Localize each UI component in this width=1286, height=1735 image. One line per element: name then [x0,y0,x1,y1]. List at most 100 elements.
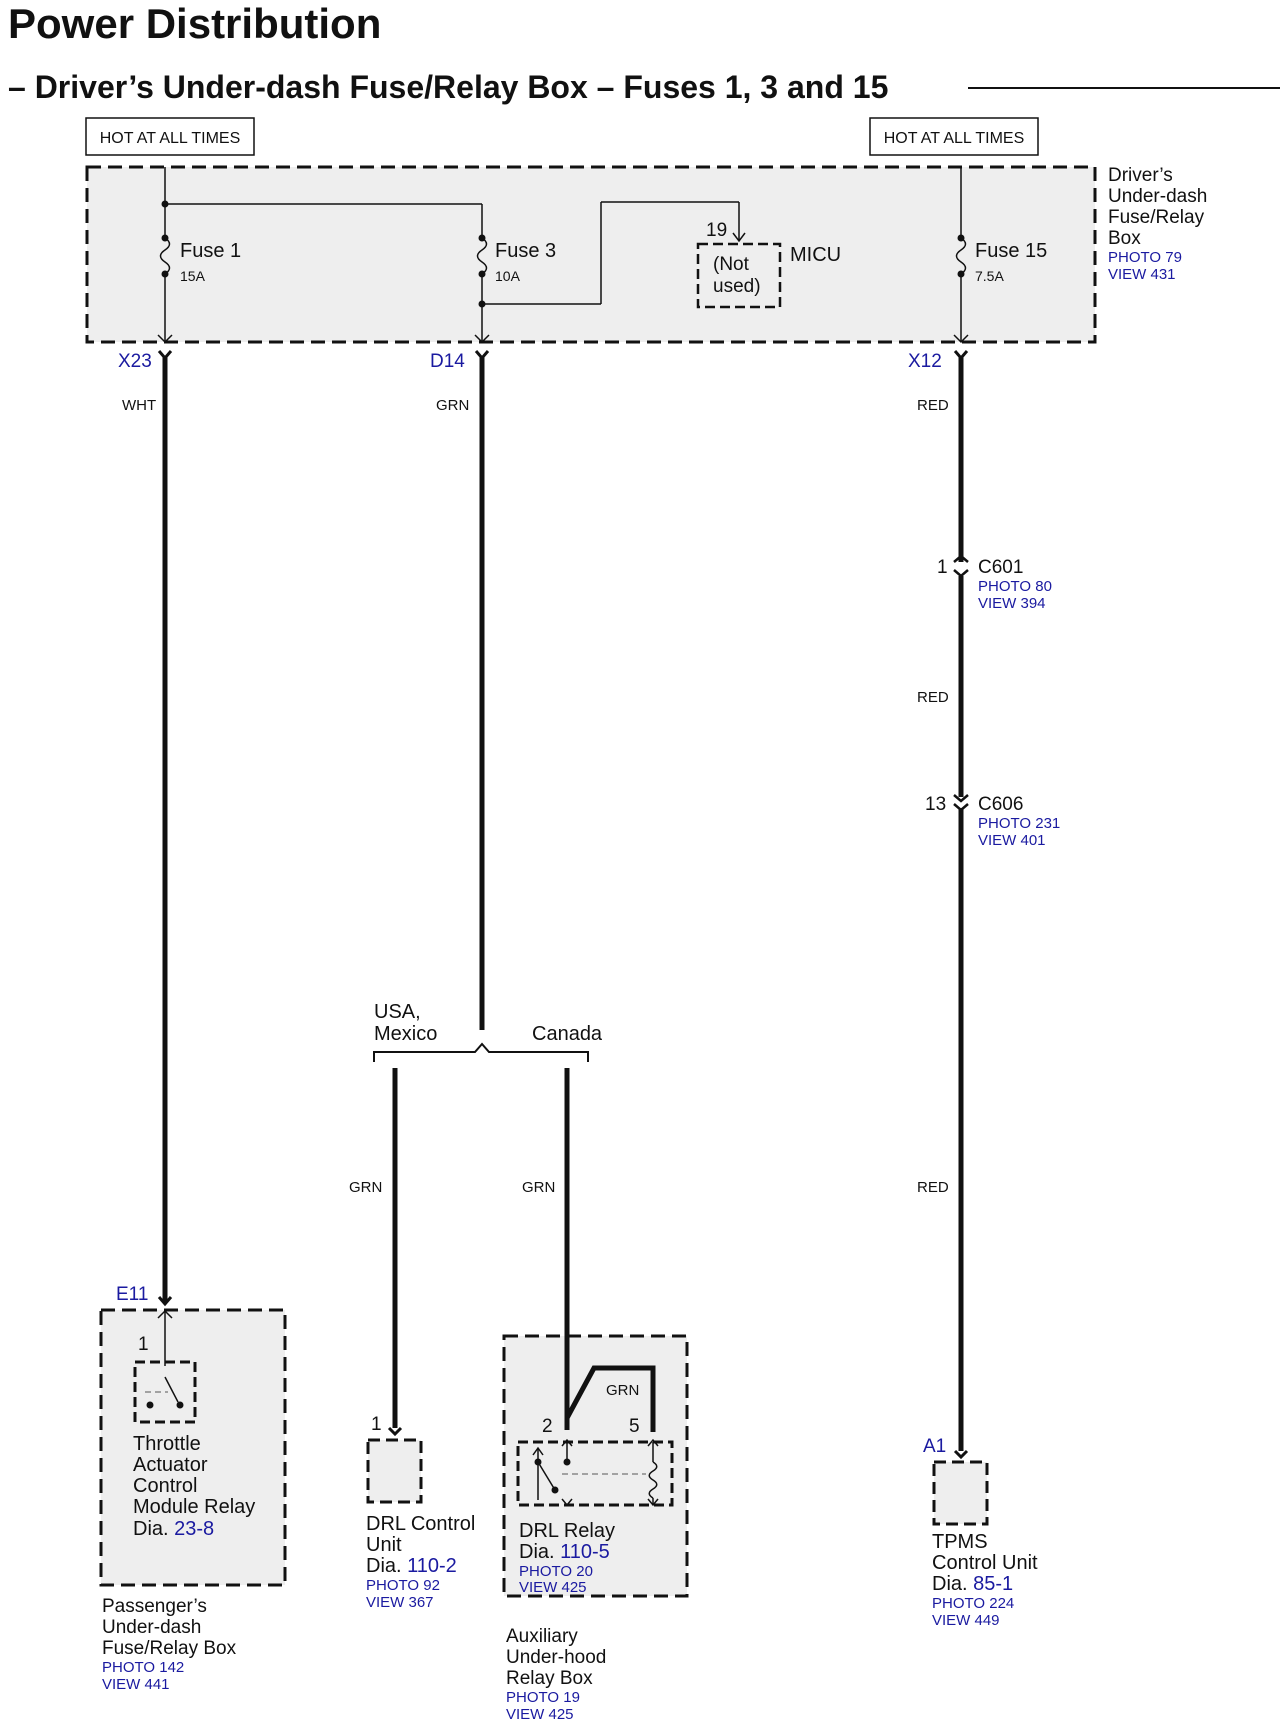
svg-text:DRL Relay: DRL Relay [519,1520,615,1542]
connector-c606: 13 C606 PHOTO 231 VIEW 401 [925,794,1060,849]
svg-text:Under-dash: Under-dash [102,1617,201,1638]
fuse-1-rating: 15A [180,268,206,284]
branch-usa-mexico-line1: USA, [374,1001,421,1023]
tpms-control-unit: A1 TPMS Control Unit Dia. 85-1 PHOTO 224… [923,1436,1038,1629]
micu-label: MICU [790,244,841,266]
svg-text:Control Unit: Control Unit [932,1552,1038,1574]
svg-text:Dia. 23-8: Dia. 23-8 [133,1518,214,1540]
svg-text:PHOTO 19: PHOTO 19 [506,1689,580,1706]
svg-text:Under-dash: Under-dash [1108,186,1207,207]
wire-color-red-mid: RED [917,689,949,706]
tac-relay-pin: 1 [138,1334,149,1355]
auxiliary-box-label: Auxiliary Under-hood Relay Box PHOTO 19 … [506,1626,606,1723]
fuse-3-name: Fuse 3 [495,240,556,262]
svg-text:Driver’s: Driver’s [1108,165,1173,186]
fuse-1-name: Fuse 1 [180,240,241,262]
svg-text:Control: Control [133,1475,197,1497]
svg-text:(Not: (Not [713,254,750,275]
fuse-15-name: Fuse 15 [975,240,1047,262]
tpms-dia-link[interactable]: 85-1 [973,1573,1013,1595]
terminal-e11: E11 [116,1284,173,1366]
svg-text:X12: X12 [908,351,942,372]
fuse-3-rating: 10A [495,268,521,284]
drl-relay-pin-2: 2 [542,1416,553,1437]
hot-label-right: HOT AT ALL TIMES [869,117,1039,156]
wire-color-red-top: RED [917,397,949,414]
svg-text:DRL Control: DRL Control [366,1513,475,1535]
micu-pin: 19 [706,220,727,241]
page-subtitle: – Driver’s Under-dash Fuse/Relay Box – F… [8,69,888,105]
svg-text:D14: D14 [430,351,465,372]
passengers-fuse-relay-box [99,1308,287,1587]
drl-control-dia-link[interactable]: 110-2 [407,1555,457,1577]
svg-text:TPMS: TPMS [932,1531,988,1553]
drivers-fuse-relay-box [85,165,1097,344]
svg-text:Throttle: Throttle [133,1433,201,1455]
wire-color-grn-left: GRN [349,1179,382,1196]
fuse-1-symbol [159,237,171,275]
wire-color-wht: WHT [122,397,156,414]
svg-text:C606: C606 [978,794,1023,815]
svg-text:used): used) [713,276,761,297]
drl-relay-pin-5: 5 [629,1416,640,1437]
wire-color-grn-relay: GRN [606,1382,639,1399]
tac-relay-label: Throttle Actuator Control Module Relay D… [133,1433,255,1540]
svg-text:PHOTO 92: PHOTO 92 [366,1577,440,1594]
svg-text:PHOTO 20: PHOTO 20 [519,1563,593,1580]
svg-text:Dia. 110-5: Dia. 110-5 [519,1541,610,1563]
svg-text:PHOTO 224: PHOTO 224 [932,1595,1014,1612]
svg-text:VIEW 425: VIEW 425 [506,1706,574,1723]
passengers-box-label: Passenger’s Under-dash Fuse/Relay Box PH… [102,1596,237,1693]
svg-text:VIEW 449: VIEW 449 [932,1612,1000,1629]
drivers-fuse-box-label: Driver’s Under-dash Fuse/Relay Box PHOTO… [1108,165,1207,283]
svg-text:Fuse/Relay: Fuse/Relay [1108,207,1205,228]
connector-c601: 1 C601 PHOTO 80 VIEW 394 [937,554,1052,612]
svg-text:1: 1 [937,557,948,578]
drivers-box-photo: PHOTO 79 [1108,249,1182,266]
svg-text:HOT AT ALL TIMES: HOT AT ALL TIMES [884,130,1025,147]
svg-text:VIEW 394: VIEW 394 [978,595,1046,612]
micu: 19 (Not used) MICU [696,220,841,309]
drl-relay: GRN 2 5 [516,1068,674,1507]
svg-text:HOT AT ALL TIMES: HOT AT ALL TIMES [100,130,241,147]
drl-relay-dia-link[interactable]: 110-5 [560,1541,610,1563]
branch-usa-mexico-line2: Mexico [374,1023,437,1045]
svg-text:VIEW 401: VIEW 401 [978,832,1046,849]
svg-text:PHOTO 231: PHOTO 231 [978,815,1060,832]
terminal-a1: A1 [923,1436,946,1457]
svg-text:PHOTO 142: PHOTO 142 [102,1659,184,1676]
svg-text:VIEW 441: VIEW 441 [102,1676,170,1693]
svg-text:Fuse/Relay Box: Fuse/Relay Box [102,1638,237,1659]
fuse-3-symbol [476,237,488,275]
drivers-box-view: VIEW 431 [1108,266,1176,283]
svg-text:Passenger’s: Passenger’s [102,1596,207,1617]
drl-control-unit: 1 DRL Control Unit Dia. 110-2 PHOTO 92 V… [366,1414,475,1611]
hot-label-left: HOT AT ALL TIMES [85,117,255,156]
svg-text:Auxiliary: Auxiliary [506,1626,578,1647]
page-title: Power Distribution [8,0,381,47]
svg-text:C601: C601 [978,557,1023,578]
svg-text:Dia. 110-2: Dia. 110-2 [366,1555,457,1577]
fuse-box-internal-wiring [161,167,965,308]
svg-text:X23: X23 [118,351,152,372]
svg-text:Under-hood: Under-hood [506,1647,606,1668]
drl-control-pin: 1 [371,1414,382,1435]
svg-text:E11: E11 [116,1284,148,1305]
svg-text:VIEW 367: VIEW 367 [366,1594,434,1611]
drl-relay-label: DRL Relay Dia. 110-5 PHOTO 20 VIEW 425 [519,1520,615,1596]
svg-text:Module Relay: Module Relay [133,1496,255,1518]
svg-text:Dia. 85-1: Dia. 85-1 [932,1573,1013,1595]
svg-text:VIEW 425: VIEW 425 [519,1579,587,1596]
wire-color-grn-top: GRN [436,397,469,414]
branch-canada: Canada [532,1023,603,1045]
svg-text:Box: Box [1108,228,1141,249]
svg-text:Relay Box: Relay Box [506,1668,593,1689]
svg-text:Unit: Unit [366,1534,402,1556]
svg-text:PHOTO 80: PHOTO 80 [978,578,1052,595]
tac-relay-symbol: 1 [133,1334,197,1424]
svg-text:Actuator: Actuator [133,1454,208,1476]
wire-color-red-low: RED [917,1179,949,1196]
fuse-15-rating: 7.5A [975,268,1004,284]
tac-relay-dia-link[interactable]: 23-8 [174,1518,214,1540]
